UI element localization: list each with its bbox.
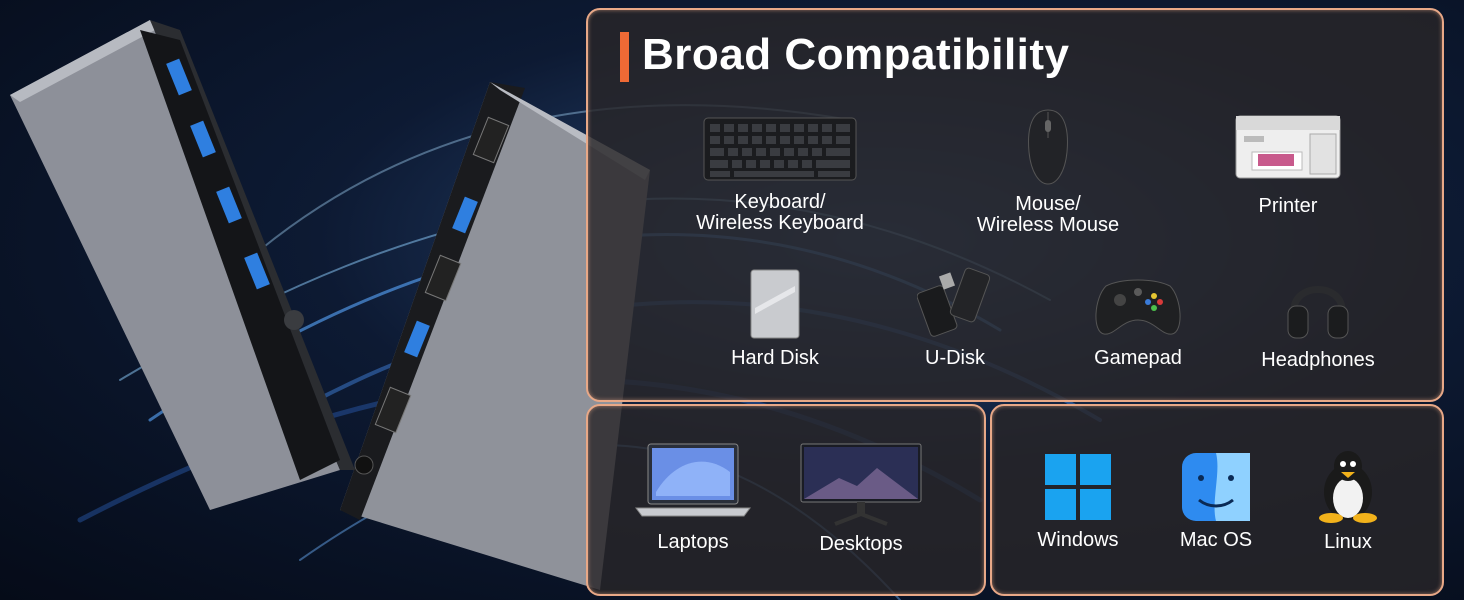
os-mac: Mac OS <box>1156 452 1276 551</box>
linux-tux-icon <box>1319 451 1377 523</box>
device-label: Desktops <box>819 533 903 555</box>
keyboard-icon <box>703 117 857 181</box>
os-linux: Linux <box>1288 448 1408 553</box>
laptop-icon <box>635 443 751 517</box>
peripheral-hard-disk: Hard Disk <box>695 268 855 369</box>
os-label: Linux <box>1324 531 1372 553</box>
operating-systems-panel: Windows Mac OS Linux <box>990 404 1444 596</box>
gamepad-icon <box>1095 279 1181 335</box>
os-label: Mac OS <box>1179 529 1253 551</box>
peripheral-label: Printer <box>1258 195 1318 217</box>
peripheral-printer: Printer <box>1188 108 1388 217</box>
peripheral-gamepad: Gamepad <box>1058 268 1218 369</box>
usb-drive-icon <box>917 267 991 337</box>
headphones-icon <box>1287 286 1349 339</box>
page-title: Broad Compatibility <box>642 30 1070 79</box>
windows-logo-icon <box>1045 454 1111 520</box>
peripheral-label: Keyboard/ Wireless Keyboard <box>696 191 864 234</box>
compatibility-panel: Broad Compatibility Keyboard/ Wireless K… <box>586 8 1444 402</box>
hard-disk-icon <box>750 269 800 339</box>
os-label: Windows <box>1037 529 1119 551</box>
peripheral-label: Headphones <box>1261 349 1375 371</box>
peripheral-mouse: Mouse/ Wireless Mouse <box>948 108 1148 236</box>
kvm-switch-left-unit <box>10 20 355 510</box>
peripheral-label: Hard Disk <box>731 347 819 369</box>
peripheral-label: Mouse/ Wireless Mouse <box>976 193 1120 236</box>
device-desktops: Desktops <box>786 442 936 555</box>
mouse-icon <box>1028 109 1068 185</box>
os-windows: Windows <box>1018 452 1138 551</box>
device-label: Laptops <box>657 531 729 553</box>
kvm-switch-right-unit <box>340 82 650 590</box>
mac-finder-icon <box>1182 453 1250 521</box>
printer-icon <box>1235 115 1341 179</box>
monitor-icon <box>800 443 922 526</box>
peripheral-label: Gamepad <box>1094 347 1182 369</box>
host-devices-panel: Laptops Desktops <box>586 404 986 596</box>
peripheral-u-disk: U-Disk <box>875 266 1035 369</box>
peripheral-keyboard: Keyboard/ Wireless Keyboard <box>680 114 880 234</box>
peripheral-label: U-Disk <box>925 347 985 369</box>
peripheral-headphones: Headphones <box>1238 268 1398 371</box>
device-laptops: Laptops <box>618 442 768 553</box>
title-accent-bar <box>620 32 629 82</box>
